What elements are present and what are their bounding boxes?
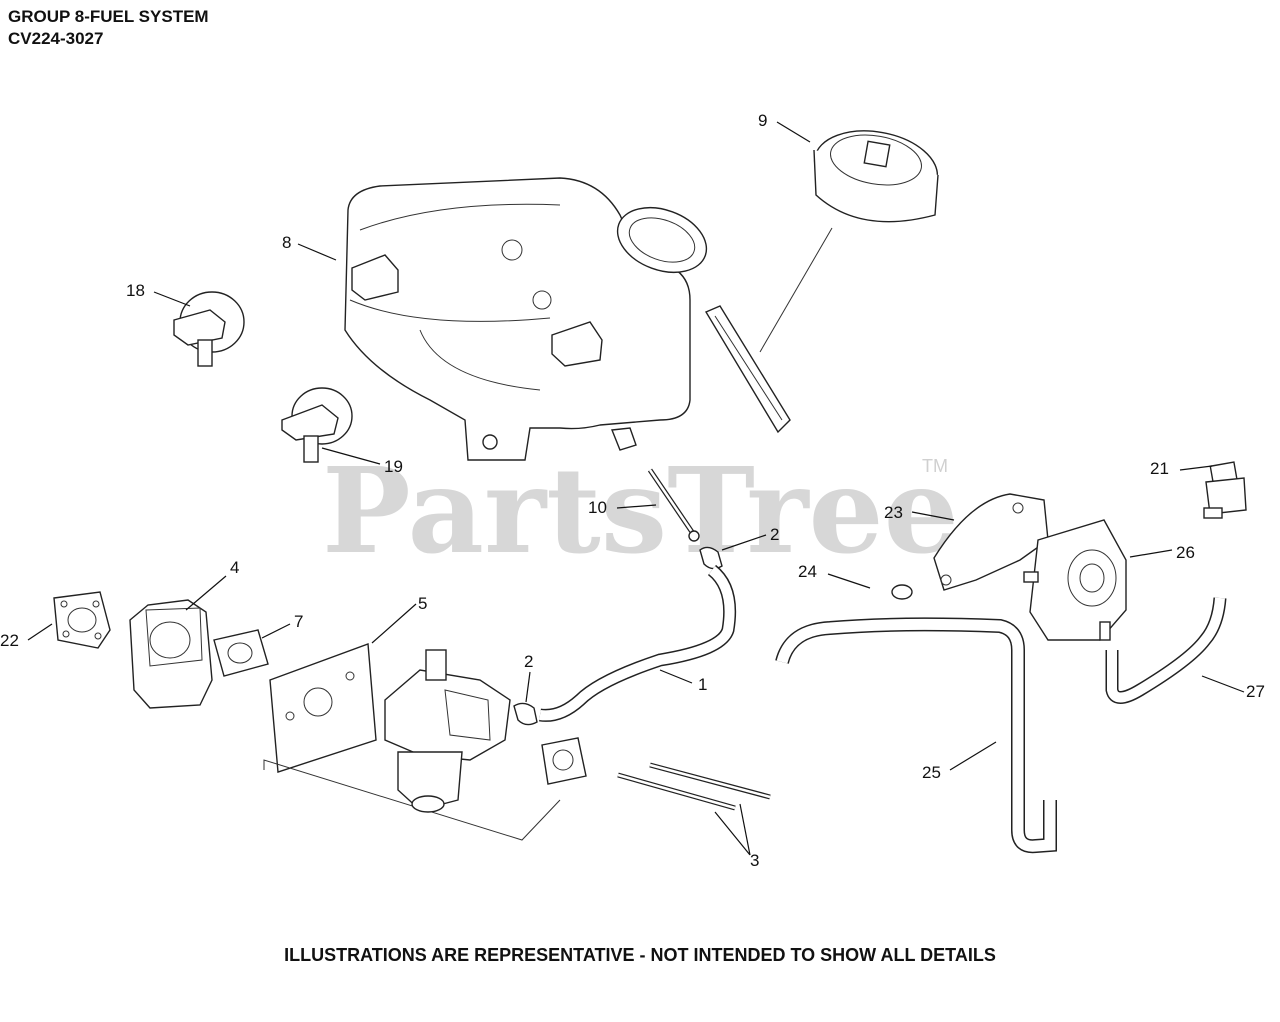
part-studs[interactable] [617, 762, 771, 811]
callout-8: 8 [282, 233, 291, 252]
callout-3: 3 [750, 851, 759, 870]
part-heat-shield[interactable] [263, 643, 561, 841]
part-fuel-line[interactable] [539, 564, 737, 722]
disclaimer-footer: ILLUSTRATIONS ARE REPRESENTATIVE - NOT I… [284, 945, 996, 965]
callout-22: 22 [0, 631, 19, 650]
part-hose-clamp-lower[interactable] [513, 702, 538, 726]
part-fuel-cap[interactable] [704, 122, 943, 434]
callout-25: 25 [922, 763, 941, 782]
part-clip[interactable] [891, 584, 913, 600]
callout-7: 7 [294, 612, 303, 631]
callout-1: 1 [698, 675, 707, 694]
part-gasket-7[interactable] [213, 629, 269, 677]
part-hose-clamp-upper[interactable] [699, 546, 723, 570]
part-shutoff-valve[interactable] [1203, 461, 1247, 519]
part-gasket-carb[interactable] [541, 737, 587, 785]
watermark-text: PartsTree [322, 441, 959, 580]
callout-2-lower: 2 [524, 652, 533, 671]
part-pump-bracket[interactable] [933, 493, 1049, 591]
part-fuel-line-27[interactable] [1105, 597, 1227, 704]
part-intake-spacer[interactable] [129, 599, 213, 709]
callout-18: 18 [126, 281, 145, 300]
callout-labels: 8 9 18 19 10 2 2 1 4 5 7 22 3 21 23 24 2… [0, 111, 1265, 870]
callout-2-upper: 2 [770, 525, 779, 544]
part-fuel-pump[interactable] [1023, 519, 1127, 641]
part-carburetor[interactable] [384, 649, 511, 813]
part-gasket-22[interactable] [53, 591, 111, 649]
callout-5: 5 [418, 594, 427, 613]
part-tank-mount-19[interactable] [281, 387, 353, 463]
watermark-tm: TM [922, 456, 948, 476]
part-bolt-10[interactable] [647, 468, 700, 542]
part-fuel-tank[interactable] [344, 177, 715, 461]
model-number: CV224-3027 [8, 29, 104, 48]
callout-24: 24 [798, 562, 817, 581]
callout-10: 10 [588, 498, 607, 517]
callout-27: 27 [1246, 682, 1265, 701]
diagram-header: GROUP 8-FUEL SYSTEM CV224-3027 [8, 6, 209, 50]
callout-4: 4 [230, 558, 239, 577]
callout-21: 21 [1150, 459, 1169, 478]
diagram-title: GROUP 8-FUEL SYSTEM [8, 7, 209, 26]
part-fuel-line-25[interactable] [775, 617, 1057, 854]
part-tank-mount-18[interactable] [173, 291, 245, 367]
callout-19: 19 [384, 457, 403, 476]
leader-lines [27, 121, 1245, 856]
callout-23: 23 [884, 503, 903, 522]
callout-9: 9 [758, 111, 767, 130]
callout-26: 26 [1176, 543, 1195, 562]
